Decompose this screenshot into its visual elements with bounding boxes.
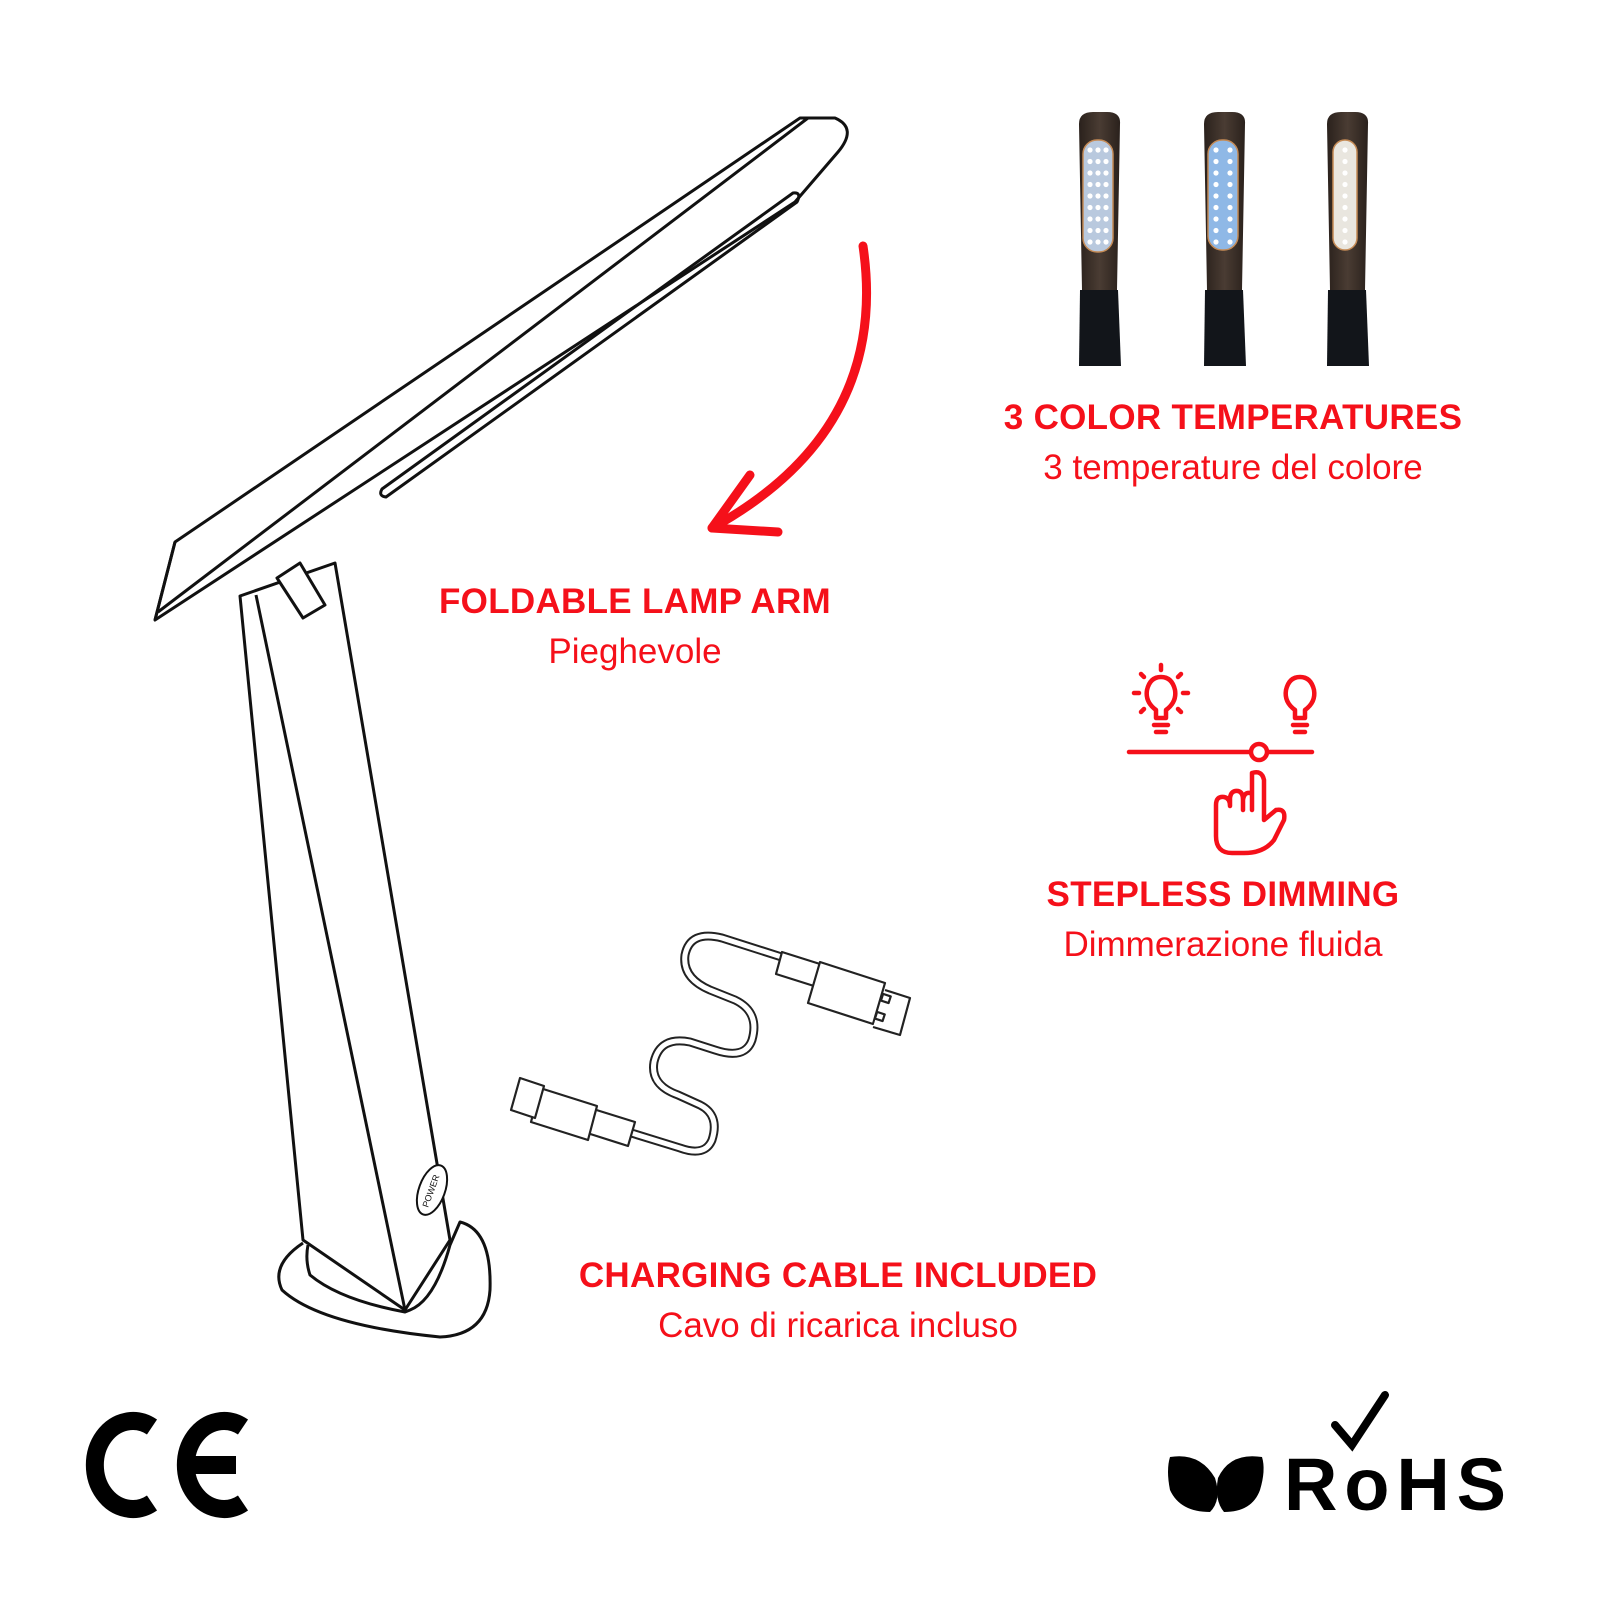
led-dot [1213,193,1219,199]
led-dot [1213,158,1219,165]
led-dot [1095,216,1101,222]
led-dot [1103,193,1109,199]
led-dot [1087,170,1093,176]
lamp-drawing [153,116,849,1339]
led-dot [1087,204,1093,211]
led-dot [1087,216,1093,222]
led-dot [1227,204,1233,211]
lamp-head-warm [1327,112,1369,366]
feature-title: 3 COLOR TEMPERATURES [1003,398,1463,437]
led-dot [1227,181,1233,188]
led-dot [1342,216,1348,222]
feature-title: STEPLESS DIMMING [1046,875,1400,914]
led-dot [1095,170,1101,176]
feature-title: FOLDABLE LAMP ARM [438,582,832,621]
led-dot [1095,147,1101,153]
led-dot [1342,170,1348,176]
rohs-logo: RoHS [1168,1391,1506,1526]
led-dot [1342,227,1348,234]
feature-subtitle: Dimmerazione fluida [1063,925,1383,964]
led-dot [1103,216,1109,222]
lamp-head-cool [1079,112,1121,366]
led-dot [1227,147,1233,153]
led-dot [1342,204,1348,211]
led-dot [1342,147,1348,153]
led-dot [1103,158,1109,165]
led-dot [1103,227,1109,234]
feature-stepless-dimming: STEPLESS DIMMING Dimmerazione fluida [1047,871,1400,971]
led-dot [1227,216,1233,222]
led-dot [1103,239,1109,245]
led-dot [1342,193,1348,199]
rohs-text: RoHS [1284,1443,1506,1526]
led-dot [1103,170,1109,176]
led-dot [1087,239,1093,245]
curved-arrow-icon [707,241,871,537]
led-dot [1087,193,1093,199]
led-dot [1095,227,1101,234]
led-dot [1103,181,1109,188]
led-dot [1087,227,1093,234]
led-dot [1227,158,1233,165]
led-dot [1227,170,1233,176]
led-dot [1095,239,1101,245]
bright-bulb-icon [1131,662,1191,735]
led-dot [1227,227,1233,234]
led-dot [1227,193,1233,199]
feature-subtitle: Cavo di ricarica incluso [658,1306,1018,1345]
led-dot [1213,170,1219,176]
led-dot [1095,204,1101,211]
led-dot [1103,204,1109,211]
usb-cable-icon [509,931,912,1156]
lamp-heads-photo [1079,112,1369,366]
led-dot [1342,181,1348,188]
led-dot [1087,181,1093,188]
led-dot [1087,158,1093,165]
pointing-hand-icon [1213,770,1287,856]
led-dot [1213,181,1219,188]
feature-foldable-arm: FOLDABLE LAMP ARM Pieghevole [439,578,831,678]
feature-subtitle: 3 temperature del colore [1043,448,1423,487]
led-dot [1342,158,1348,165]
led-dot [1213,204,1219,211]
led-dot [1095,158,1101,165]
led-dot [1213,147,1219,153]
led-dot [1213,216,1219,222]
feature-charging-cable: CHARGING CABLE INCLUDED Cavo di ricarica… [579,1252,1097,1352]
led-dot [1095,193,1101,199]
led-dot [1095,181,1101,188]
dim-bulb-icon [1283,674,1317,735]
feature-title: CHARGING CABLE INCLUDED [578,1256,1098,1295]
led-dot [1213,239,1219,245]
led-dot [1227,239,1233,245]
led-dot [1087,147,1093,153]
ce-mark-logo [85,1412,249,1518]
led-dot [1103,147,1109,153]
slider-knob [1248,741,1270,763]
feature-subtitle: Pieghevole [548,632,722,671]
feature-color-temperatures: 3 COLOR TEMPERATURES 3 temperature del c… [1004,394,1462,494]
lamp-head-daylight [1204,112,1246,366]
led-dot [1213,227,1219,234]
dimmer-slider-icon [1126,662,1317,856]
led-dot [1342,239,1348,245]
